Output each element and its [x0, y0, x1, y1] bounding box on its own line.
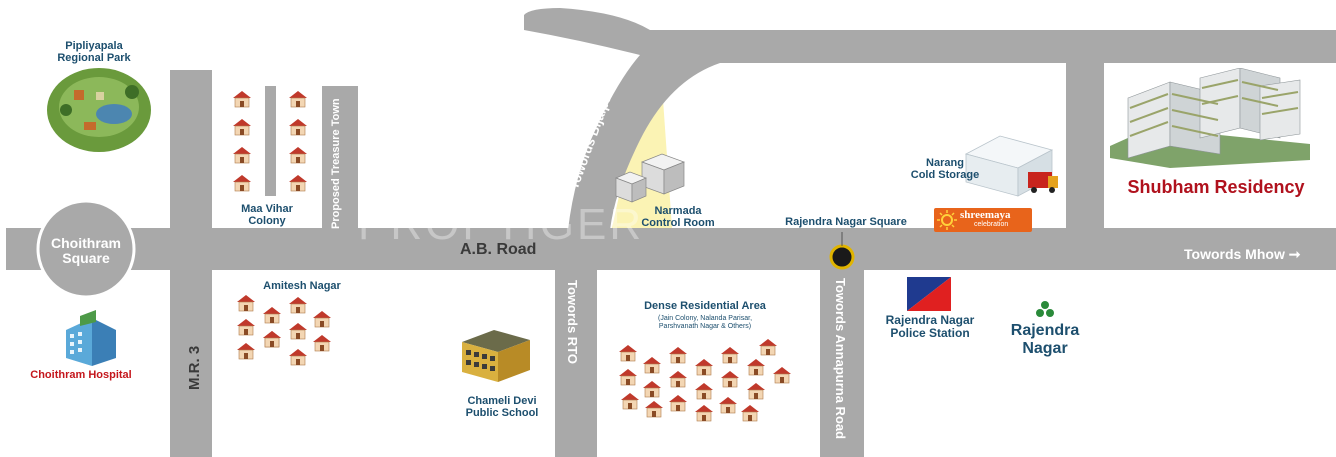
rto-road [555, 268, 597, 457]
house-icon [746, 358, 766, 376]
watermark: PROPTIGER [358, 200, 645, 249]
police-label: Rajendra Nagar Police Station [885, 313, 975, 341]
house-icon [288, 118, 308, 136]
house-icon [620, 392, 640, 410]
school-icon [462, 330, 530, 382]
house-icon [618, 368, 638, 386]
house-icon [668, 394, 688, 412]
house-icon [288, 146, 308, 164]
treasure-town-label: Proposed Treasure Town [330, 98, 342, 229]
police-flag-icon [907, 277, 951, 311]
narmada-label: Narmada Control Room [641, 205, 715, 230]
ab-road [6, 228, 1336, 270]
annapurna-road [820, 268, 864, 457]
rajendra-square-label: Rajendra Nagar Square [785, 216, 907, 228]
house-icon [694, 358, 714, 376]
house-icon [232, 174, 252, 192]
house-icon [642, 356, 662, 374]
annapurna-road-label: Towords Annapurna Road [833, 278, 848, 440]
house-icon [288, 296, 308, 314]
sun-icon [937, 210, 957, 230]
trefoil-icon [1036, 301, 1054, 317]
shreemaya-logo: shreemaya celebration [934, 208, 1032, 232]
house-icon [720, 346, 740, 364]
house-icon [288, 174, 308, 192]
house-icon [312, 310, 332, 328]
colony-lane [265, 86, 276, 196]
park-icon [47, 68, 151, 152]
house-icon [236, 294, 256, 312]
mr3-road [170, 70, 212, 457]
rajendra-nagar-label: Rajendra Nagar [1010, 322, 1080, 357]
choithram-hospital-label: Choithram Hospital [30, 369, 132, 381]
choithram-square-circle [36, 199, 136, 299]
dense-residential-label: Dense Residential Area [644, 300, 766, 312]
house-icon [618, 344, 638, 362]
treasure-town-road [322, 86, 358, 231]
house-icon [288, 322, 308, 340]
residency-icon [1110, 68, 1310, 168]
house-icon [232, 118, 252, 136]
amitesh-nagar-label: Amitesh Nagar [263, 280, 341, 292]
house-icon [758, 338, 778, 356]
mhow-road-label: Towords Mhow ➞ [1184, 246, 1301, 262]
house-icon [236, 318, 256, 336]
house-icon [720, 370, 740, 388]
house-icon [644, 400, 664, 418]
house-icon [288, 90, 308, 108]
house-icon [642, 380, 662, 398]
house-icon [262, 330, 282, 348]
house-icon [772, 366, 792, 384]
shreemaya-sub: celebration [974, 221, 1009, 228]
cold-storage-icon [964, 135, 1058, 197]
hospital-icon [66, 310, 116, 366]
house-icon [694, 404, 714, 422]
choithram-square-label: Choithram Square [51, 235, 121, 266]
chameli-label: Chameli Devi Public School [465, 395, 539, 420]
house-icon [262, 306, 282, 324]
house-icon [236, 342, 256, 360]
house-icon [740, 404, 760, 422]
house-icon [232, 90, 252, 108]
narang-label: Narang Cold Storage [910, 157, 980, 182]
house-icon [668, 370, 688, 388]
house-icon [746, 382, 766, 400]
building-icon [615, 153, 685, 203]
house-icon [718, 396, 738, 414]
house-icon [232, 146, 252, 164]
ab-road-label: A.B. Road [460, 241, 537, 258]
location-marker-icon [829, 244, 855, 270]
house-icon [312, 334, 332, 352]
pipliyapala-label: Pipliyapala Regional Park [57, 40, 131, 65]
house-icon [694, 382, 714, 400]
dense-residential-sub-label: (Jain Colony, Nalanda Parisar, Parshvana… [657, 315, 753, 330]
shreemaya-name: shreemaya [960, 209, 1011, 221]
house-icon [288, 348, 308, 366]
maa-vihar-label: Maa Vihar Colony [241, 203, 293, 228]
mr3-road-label: M.R. 3 [186, 345, 203, 390]
rto-road-label: Towords RTO [565, 280, 580, 365]
house-icon [668, 346, 688, 364]
shubham-residency-label: Shubham Residency [1127, 177, 1305, 197]
bijalpur-road [524, 8, 1336, 230]
